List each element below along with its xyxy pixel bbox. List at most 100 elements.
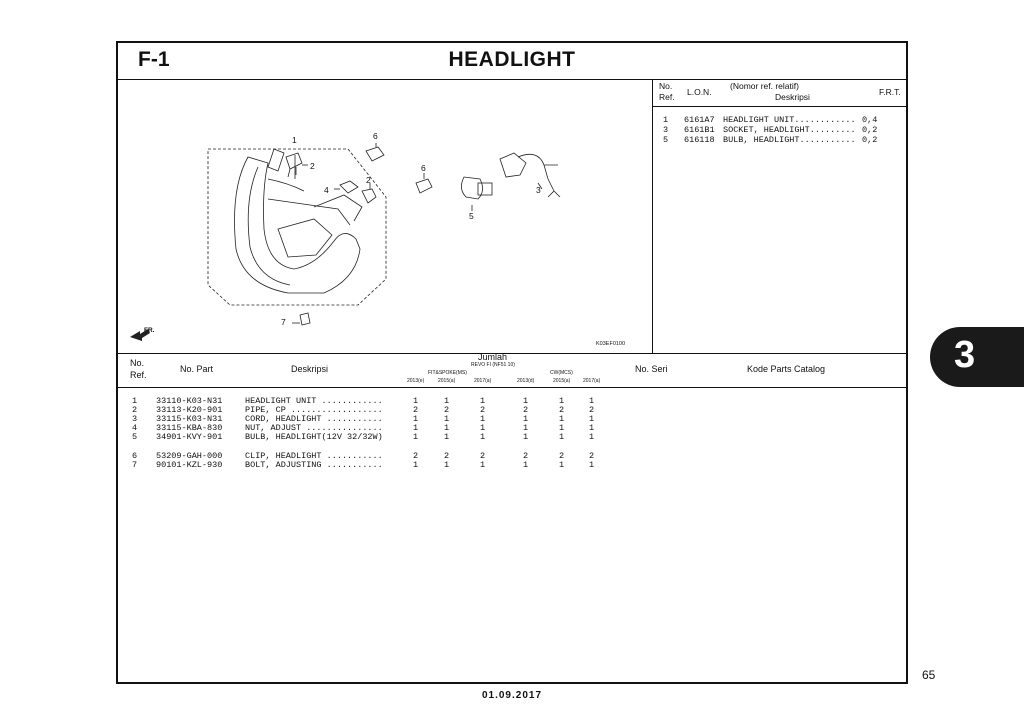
section-tab-number: 3 [954,334,976,376]
part-qty: 1 [559,396,565,406]
part-qty: 1 [523,460,529,470]
part-qty: 1 [559,432,565,442]
part-number: 53209-GAH-000 [156,451,223,461]
front-direction-arrow [130,329,150,341]
section-code: F-1 [138,48,170,71]
callout-2: 2 [310,161,315,171]
lon-header-frt: F.R.T. [879,87,901,97]
parts-header-year: 2017(a) [474,378,492,384]
part-qty: 1 [523,396,529,406]
part-qty: 1 [523,423,529,433]
part-qty: 1 [589,414,595,424]
part-desc: HEADLIGHT UNIT ............ [245,396,383,406]
lon-code: 6161B1 [684,125,715,135]
part-ref: 5 [132,432,138,442]
part-ref: 4 [132,423,138,433]
part-ref: 1 [132,396,138,406]
lon-ref: 3 [663,125,669,135]
part-number: 34901-KVY-901 [156,432,223,442]
parts-header-kode-catalog: Kode Parts Catalog [747,364,826,374]
part-desc: PIPE, CP .................. [245,405,383,415]
parts-row: 2 33113-K20-901 PIPE, CP ...............… [118,405,906,415]
parts-row: 6 53209-GAH-000 CLIP, HEADLIGHT ........… [118,451,906,461]
part-qty: 1 [480,396,486,406]
parts-header-ref: Ref. [130,370,147,380]
figure-code: K03EF0100 [596,341,626,347]
lon-frt: 0,2 [862,125,878,135]
section-tab: 3 [930,327,1024,387]
parts-header-year: 2015(a) [553,378,571,384]
parts-row: 4 33115-KBA-830 NUT, ADJUST ............… [118,423,906,433]
lon-frt: 0,4 [862,115,878,125]
part-number: 33115-KBA-830 [156,423,223,433]
lon-desc: HEADLIGHT UNIT............ [723,115,856,125]
part-qty: 1 [480,432,486,442]
labor-operation-panel: No. Ref. L.O.N. (Nomor ref. relatif) Des… [653,79,906,353]
parts-header-sub-group-1: FIT&SPOKE(MS) [428,370,467,376]
lon-header-no: No. [659,81,673,91]
parts-table-header: No. Ref. No. Part Deskripsi Jumlah REVO … [118,352,906,388]
headlight-drawing [130,143,561,341]
parts-header-no-seri: No. Seri [635,364,668,374]
part-desc: CORD, HEADLIGHT ........... [245,414,383,424]
parts-header-no: No. [130,358,145,368]
part-qty: 1 [444,432,450,442]
part-desc: BOLT, ADJUSTING ........... [245,460,383,470]
title-row: F-1 HEADLIGHT [118,43,906,80]
part-qty: 2 [523,405,529,415]
parts-header-jumlah: Jumlah [478,352,508,362]
parts-header-sub-group-2: CW(MCS) [550,370,573,376]
callout-3: 3 [536,185,541,195]
part-qty: 2 [589,451,595,461]
part-qty: 1 [413,432,419,442]
part-qty: 1 [589,460,595,470]
part-qty: 1 [523,432,529,442]
part-number: 90101-KZL-930 [156,460,223,470]
part-qty: 2 [480,405,486,415]
lon-ref: 5 [663,135,669,145]
part-qty: 1 [413,414,419,424]
parts-header-model-group: REVO FI (NF51 10) [471,362,515,368]
parts-header-year: 2017(a) [583,378,601,384]
catalog-page-frame: F-1 HEADLIGHT [116,41,908,684]
parts-header-deskripsi: Deskripsi [291,364,329,374]
part-qty: 1 [589,396,595,406]
part-desc: NUT, ADJUST ............... [245,423,383,433]
part-qty: 1 [559,460,565,470]
part-qty: 1 [444,423,450,433]
publication-date: 01.09.2017 [481,690,543,701]
parts-header-year: 2013(e) [407,378,425,384]
parts-row: 7 90101-KZL-930 BOLT, ADJUSTING ........… [118,460,906,470]
parts-header-year: 2015(a) [438,378,456,384]
callout-4: 4 [324,185,329,195]
callout-5: 5 [469,211,474,221]
part-qty: 1 [480,460,486,470]
part-ref: 2 [132,405,138,415]
part-ref: 7 [132,460,138,470]
part-qty: 1 [444,414,450,424]
lon-ref: 1 [663,115,669,125]
part-qty: 1 [589,423,595,433]
part-qty: 1 [480,414,486,424]
callout-6b: 6 [421,163,426,173]
part-desc: CLIP, HEADLIGHT ........... [245,451,383,461]
lon-frt: 0,2 [862,135,878,145]
lon-code: 6161A7 [684,115,715,125]
callout-2b: 2 [366,175,371,185]
part-qty: 2 [444,405,450,415]
callout-7: 7 [281,317,286,327]
parts-row: 1 33110-K03-N31 HEADLIGHT UNIT .........… [118,396,906,406]
lon-header-desc-2: Deskripsi [775,92,810,102]
part-qty: 1 [444,460,450,470]
lon-desc: SOCKET, HEADLIGHT......... [723,125,856,135]
part-qty: 2 [480,451,486,461]
page-number: 65 [922,668,936,682]
part-qty: 1 [523,414,529,424]
part-number: 33113-K20-901 [156,405,223,415]
part-desc: BULB, HEADLIGHT(12V 32/32W) [245,432,383,442]
part-qty: 1 [413,460,419,470]
part-qty: 2 [559,451,565,461]
part-qty: 1 [413,423,419,433]
part-qty: 1 [559,423,565,433]
part-qty: 1 [413,396,419,406]
